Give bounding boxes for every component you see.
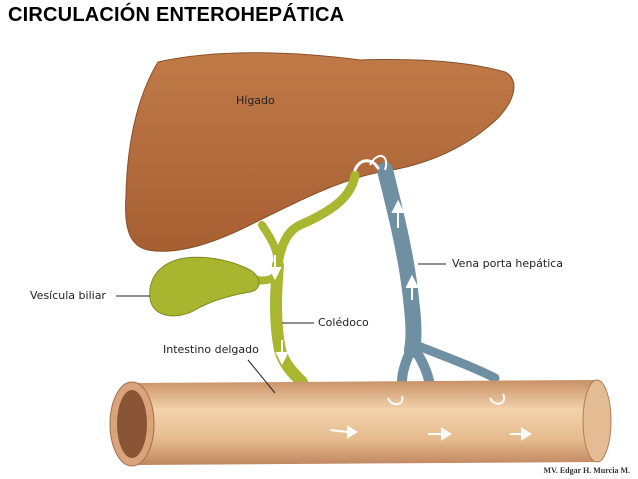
- small-intestine: [109, 379, 612, 467]
- flow-arrows: [268, 155, 532, 441]
- portal-vein: [353, 159, 500, 390]
- label-portal-vein: Vena porta hepática: [452, 257, 564, 270]
- gallbladder-shape: [149, 256, 260, 317]
- liver-shape: [125, 52, 515, 252]
- label-liver: Hígado: [236, 94, 275, 107]
- label-small-intestine: Intestino delgado: [163, 343, 259, 356]
- slide-title: CIRCULACIÓN ENTEROHEPÁTICA: [8, 4, 345, 26]
- author-credit: MV. Edgar H. Murcia M.: [543, 466, 630, 475]
- label-bile-duct: Colédoco: [318, 316, 369, 329]
- label-gallbladder: Vesícula biliar: [30, 289, 106, 302]
- leader-lines: [116, 263, 446, 394]
